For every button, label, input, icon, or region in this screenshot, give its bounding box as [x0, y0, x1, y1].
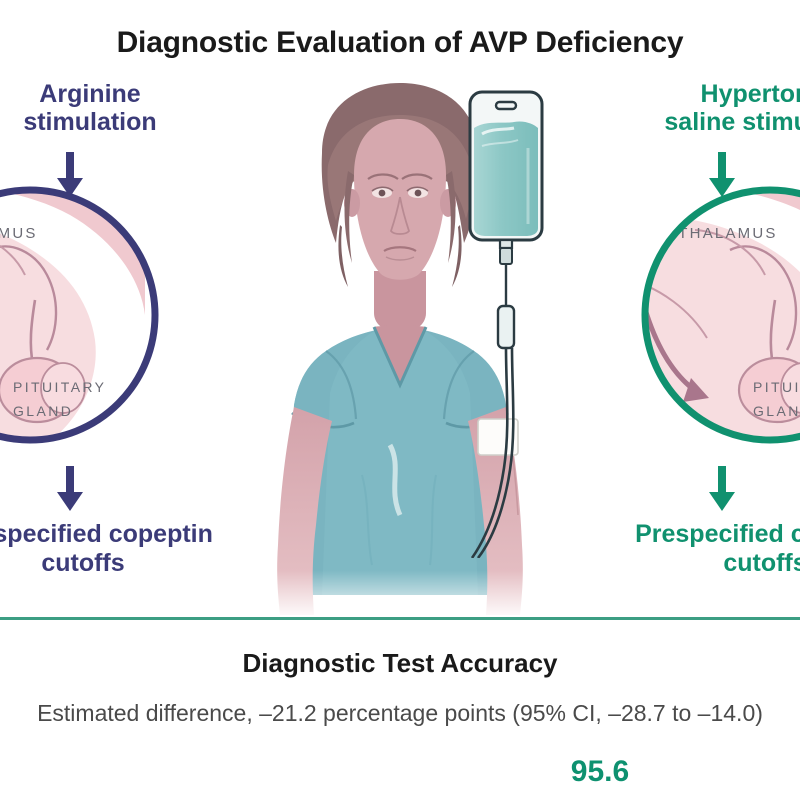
right-hypothalamus-label: HYPOTHALAMUS — [635, 225, 778, 242]
arrow-down-icon — [53, 466, 87, 512]
iv-bag-icon — [452, 88, 582, 558]
right-cutoff-label-line1: Prespecified copeptin — [635, 520, 800, 548]
left-brain-diagram: HYPOTHALAMUS PITUITARY GLAND — [0, 180, 165, 450]
right-stimulation-label-line1: Hypertonic- — [700, 80, 800, 108]
left-cutoff-label-line2: cutoffs — [41, 548, 125, 577]
left-stimulation-label-line2: stimulation — [23, 108, 157, 136]
left-hypothalamus-label: HYPOTHALAMUS — [0, 225, 38, 242]
page-title: Diagnostic Evaluation of AVP Deficiency — [116, 26, 684, 59]
arrow-down-icon — [705, 152, 739, 198]
accuracy-value: 95.6 — [570, 755, 630, 788]
left-pituitary-label-line1: PITUITARY — [13, 379, 106, 395]
arrow-down-icon — [705, 466, 739, 512]
right-stimulation-label-line2: saline stimulation — [664, 108, 800, 136]
right-cutoff-label-line2: cutoffs — [723, 548, 800, 577]
right-cutoff-label: Prespecified copeptin cutoffs — [600, 520, 800, 578]
accuracy-section-title: Diagnostic Test Accuracy — [242, 648, 558, 678]
section-divider — [0, 617, 800, 620]
right-pituitary-label-line2: GLAND — [753, 403, 800, 419]
patient-illustration — [250, 75, 570, 620]
left-cutoff-label-line1: Prespecified copeptin — [0, 520, 213, 548]
arrow-down-icon — [53, 152, 87, 198]
right-brain-diagram: HYPOTHALAMUS PITUITARY GLAND — [635, 180, 800, 450]
left-cutoff-label: Prespecified copeptin cutoffs — [0, 520, 228, 578]
left-pituitary-label-line2: GLAND — [13, 403, 73, 419]
right-stimulation-label: Hypertonic- saline stimulation — [620, 80, 800, 136]
left-stimulation-label: Arginine stimulation — [0, 80, 220, 136]
estimated-difference-text: Estimated difference, –21.2 percentage p… — [37, 700, 763, 726]
right-pituitary-label-line1: PITUITARY — [753, 379, 800, 395]
left-stimulation-label-line1: Arginine — [39, 80, 141, 108]
